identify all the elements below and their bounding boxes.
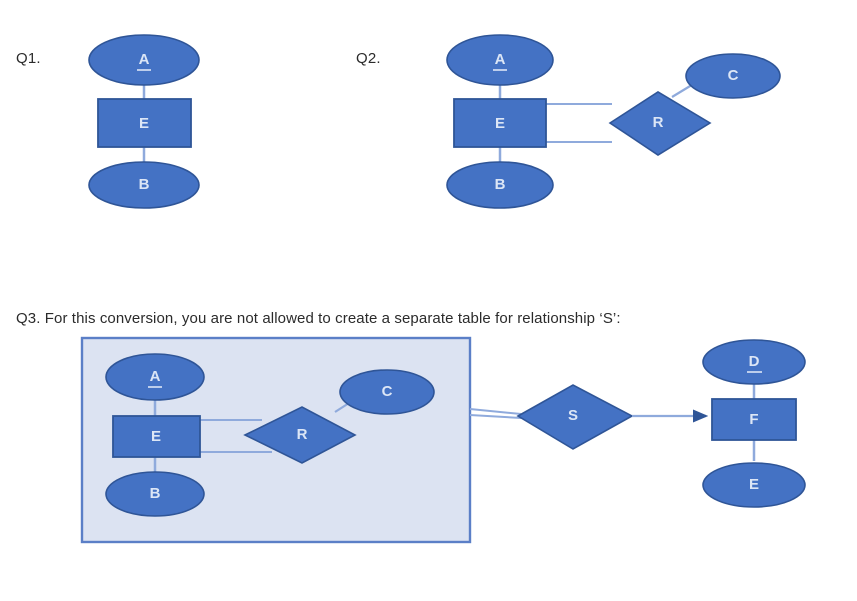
q3-edge-e-r-double	[200, 419, 272, 453]
q2-relationship-r[interactable]	[608, 91, 712, 156]
q3-attribute-c[interactable]	[339, 369, 435, 415]
q1-attribute-b[interactable]	[88, 161, 200, 209]
q3-attribute-d[interactable]	[702, 339, 806, 385]
q2-attribute-a[interactable]	[446, 34, 554, 86]
q3-relationship-r[interactable]	[243, 406, 357, 464]
q2-diagram: A E B R C	[446, 34, 781, 209]
q3-attribute-e2[interactable]	[702, 462, 806, 508]
question-label-q1: Q1.	[16, 50, 41, 67]
q2-attribute-b[interactable]	[446, 161, 554, 209]
question-prompt-q3: Q3. For this conversion, you are not all…	[16, 310, 621, 327]
q2-entity-e[interactable]	[453, 98, 547, 148]
q3-attribute-a[interactable]	[105, 353, 205, 401]
q3-entity-e[interactable]	[112, 415, 201, 458]
q3-relationship-s[interactable]	[516, 384, 634, 450]
q3-attribute-b[interactable]	[105, 471, 205, 517]
q1-diagram: A E B	[88, 34, 200, 209]
question-label-q2: Q2.	[356, 50, 381, 67]
q3-edge-group-s-double	[469, 408, 522, 419]
q1-attribute-a[interactable]	[88, 34, 200, 86]
q3-diagram: A E B R C S D F	[80, 336, 806, 544]
q2-edge-e-r-double	[546, 103, 612, 143]
q1-entity-e[interactable]	[97, 98, 192, 148]
q2-attribute-c[interactable]	[685, 53, 781, 99]
q3-entity-f[interactable]	[711, 398, 797, 441]
